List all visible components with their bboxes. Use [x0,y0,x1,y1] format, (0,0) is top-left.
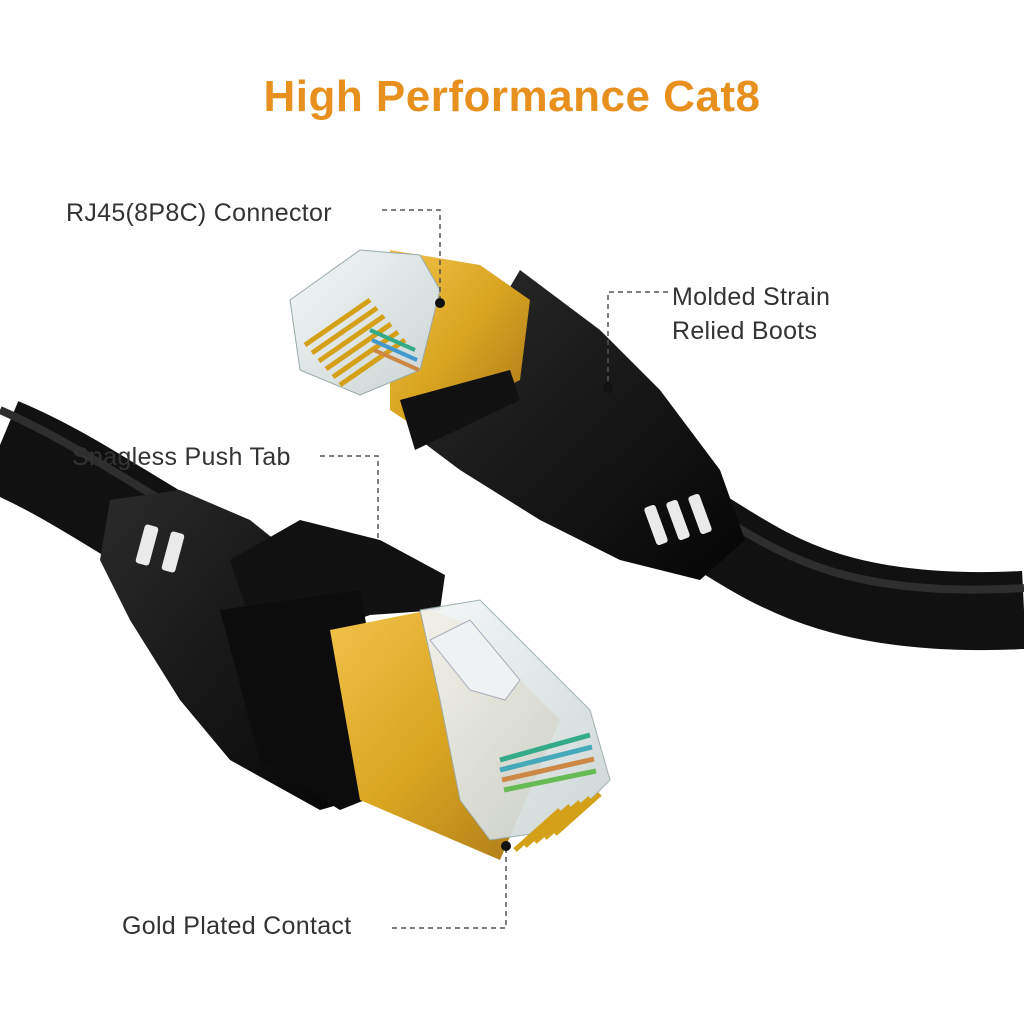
strain-relief-boots-label: Molded Strain Relied Boots [672,280,830,348]
boots-leader [607,291,668,385]
leader-dots [373,298,613,851]
leader-lines [320,209,668,929]
gold-contact-label: Gold Plated Contact [122,912,352,940]
rj45-leader [382,209,441,300]
boots-label-line1: Molded Strain [672,283,831,311]
upper-connector [289,249,745,580]
push-tab-leader [320,455,379,545]
push-tab-label: Snagless Push Tab [72,443,291,471]
boots-label-line2: Relied Boots [672,317,818,345]
upper-cable [670,486,1024,650]
gold-leader [392,848,507,929]
product-title: High Performance Cat8 [263,72,761,121]
lower-connector [100,490,611,860]
rj45-connector-label: RJ45(8P8C) Connector [66,199,332,227]
